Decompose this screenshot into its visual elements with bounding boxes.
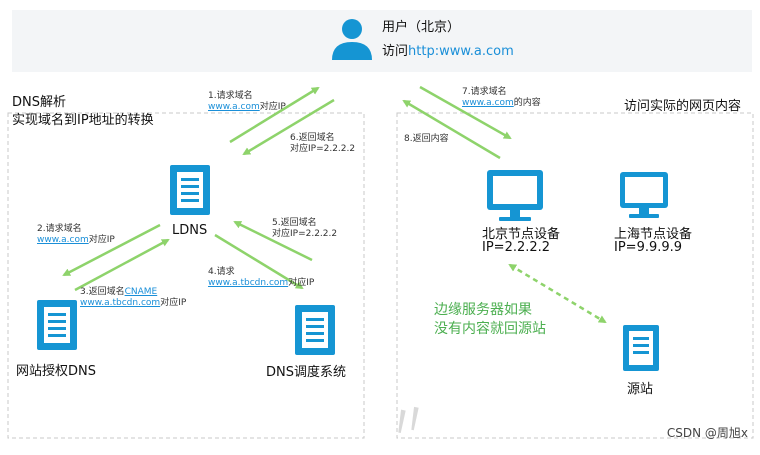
step-5-label: 5.返回域名 <box>272 218 317 228</box>
ldns-server-icon <box>170 165 210 215</box>
visit-section-title: 访问实际的网页内容 <box>624 99 742 114</box>
dns-sched-label: DNS调度系统 <box>266 365 346 380</box>
step-3-detail: www.a.tbcdn.com对应IP <box>80 298 186 309</box>
arrow-1-request <box>229 86 320 144</box>
step-4-domain[interactable]: www.a.tbcdn.com <box>208 278 289 288</box>
step-4-detail: www.a.tbcdn.com对应IP <box>208 278 314 289</box>
step-1-suffix: 对应IP <box>259 102 286 112</box>
ldns-label: LDNS <box>172 223 208 238</box>
origin-server-icon <box>623 325 659 371</box>
bj-node-monitor-icon <box>487 170 543 221</box>
step-6-label: 6.返回域名 <box>290 133 335 143</box>
bj-node-ip: IP=2.2.2.2 <box>482 240 551 255</box>
visit-section-box <box>396 112 754 439</box>
step-2-suffix: 对应IP <box>88 235 115 245</box>
dns-section-title: DNS解析 <box>12 95 66 110</box>
step-7-suffix: 的内容 <box>513 98 541 108</box>
arrow-5-return <box>233 220 313 262</box>
user-url-line: 访问http:www.a.com <box>382 40 514 59</box>
url-link[interactable]: http:www.a.com <box>408 44 514 59</box>
step-4-suffix: 对应IP <box>288 278 315 288</box>
sh-node-monitor-icon <box>620 172 668 218</box>
edge-note-line2: 没有内容就回源站 <box>434 321 546 337</box>
step-7-detail: www.a.com的内容 <box>462 98 541 109</box>
dns-section-box <box>7 112 365 439</box>
step-3-suffix: 对应IP <box>160 298 187 308</box>
step-2-detail: www.a.com对应IP <box>37 235 115 246</box>
arrow-2-request <box>62 223 161 277</box>
arrow-3-return <box>74 238 170 292</box>
dns-sched-server-icon <box>295 305 335 355</box>
step-6-ip: 对应IP=2.2.2.2 <box>290 144 356 154</box>
origin-label: 源站 <box>627 382 654 397</box>
arrow-7-request <box>419 85 512 140</box>
step-7-label: 7.请求域名 <box>462 87 507 97</box>
csdn-watermark: CSDN @周旭x <box>666 426 748 440</box>
step-2-domain[interactable]: www.a.com <box>37 235 89 245</box>
step-1-domain[interactable]: www.a.com <box>208 102 260 112</box>
step-3-cname: CNAME <box>124 287 158 297</box>
edge-note-line1: 边缘服务器如果 <box>434 302 532 318</box>
step-3-text: 3.返回域名 <box>80 287 125 297</box>
sh-node-ip: IP=9.9.9.9 <box>614 240 683 255</box>
arrow-8-return <box>402 99 501 160</box>
step-2-label: 2.请求域名 <box>37 224 82 234</box>
step-8-label: 8.返回内容 <box>404 134 449 144</box>
step-1-label: 1.请求域名 <box>208 91 253 101</box>
user-title: 用户（北京） <box>382 20 461 35</box>
arrow-6-return <box>242 98 335 156</box>
user-icon <box>332 19 372 60</box>
url-prefix: 访问 <box>382 44 409 59</box>
arrow-4-request <box>214 233 304 290</box>
sh-node-label: 上海节点设备 <box>614 227 693 242</box>
step-4-label: 4.请求 <box>208 267 235 277</box>
step-3-label: 3.返回域名CNAME <box>80 287 157 298</box>
auth-dns-server-icon <box>37 300 77 350</box>
auth-dns-label: 网站授权DNS <box>16 364 96 379</box>
step-5-ip: 对应IP=2.2.2.2 <box>272 229 338 239</box>
arrow-origin-fetch <box>508 263 607 324</box>
step-1-detail: www.a.com对应IP <box>208 102 286 113</box>
dns-section-subtitle: 实现域名到IP地址的转换 <box>12 113 154 128</box>
header-band <box>12 10 752 72</box>
step-3-domain[interactable]: www.a.tbcdn.com <box>80 298 161 308</box>
step-7-domain[interactable]: www.a.com <box>462 98 514 108</box>
bj-node-label: 北京节点设备 <box>482 227 561 242</box>
